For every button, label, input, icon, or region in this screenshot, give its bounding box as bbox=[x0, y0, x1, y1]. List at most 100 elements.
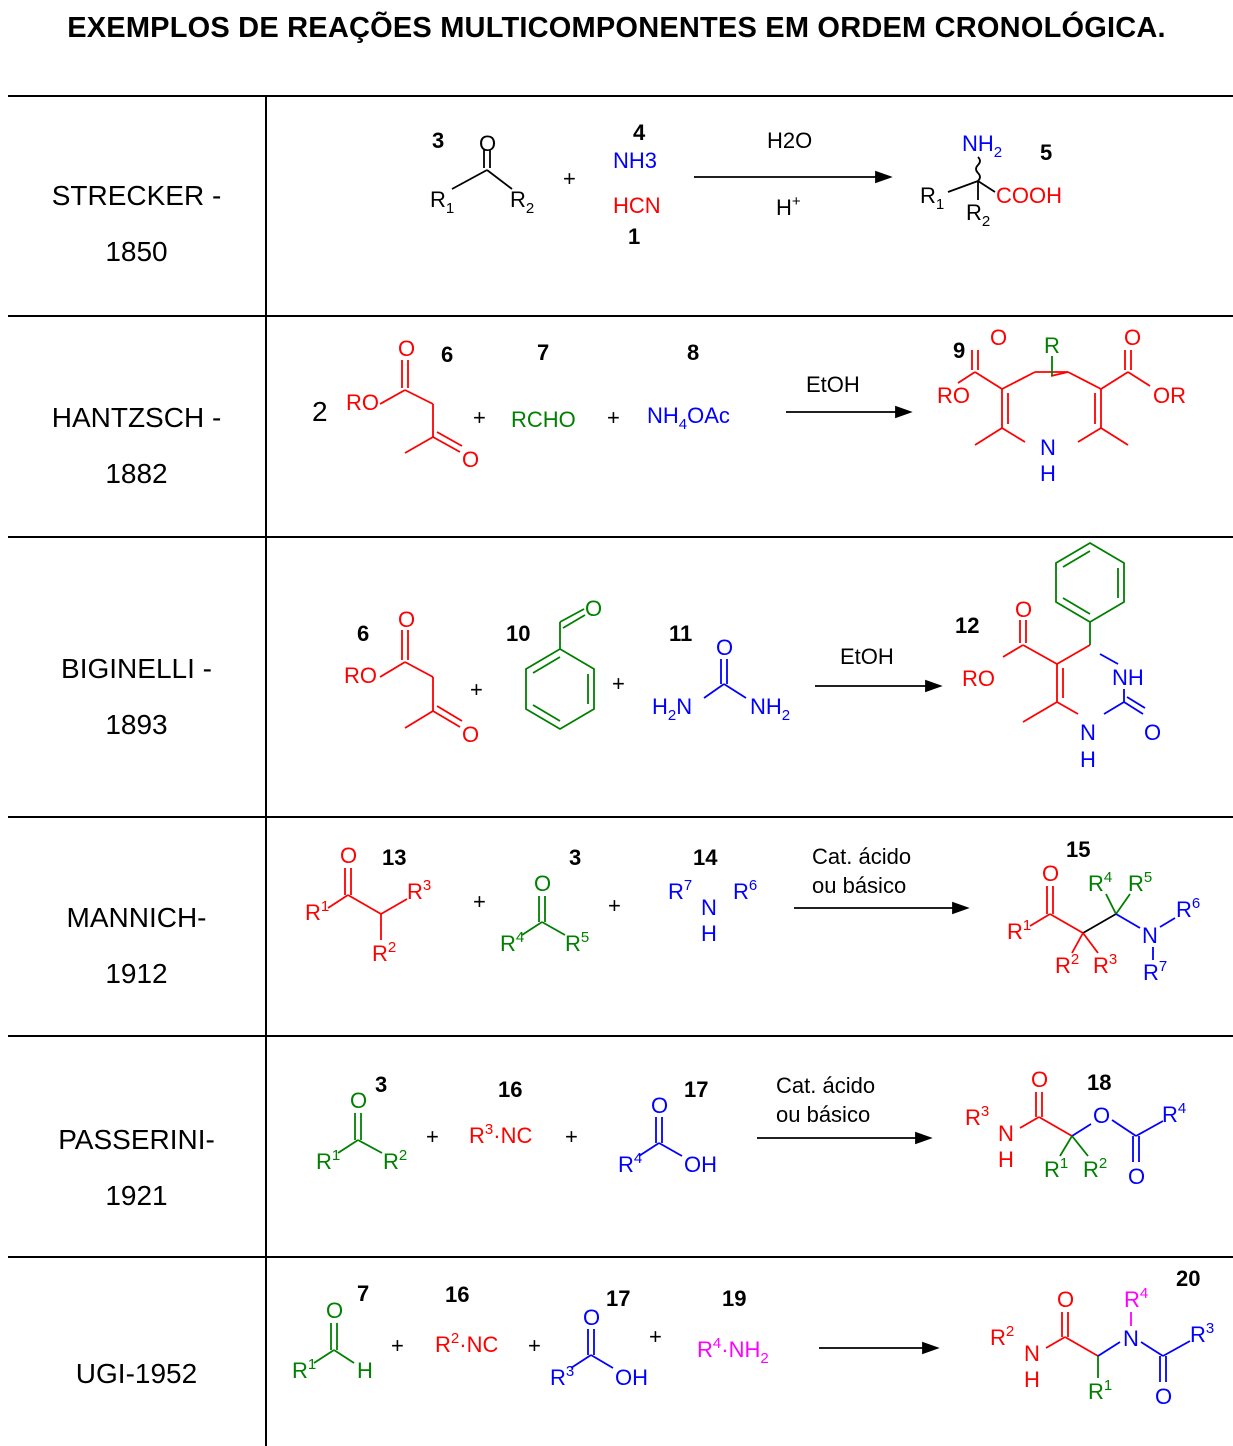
plus-sign: + bbox=[528, 1333, 541, 1358]
bond bbox=[1019, 1116, 1040, 1129]
condition-above: ou básico bbox=[812, 873, 906, 898]
table-rule bbox=[8, 1256, 1233, 1258]
reaction-name: STRECKER - bbox=[51, 180, 222, 211]
atom-label: R1 bbox=[430, 187, 454, 217]
atom-label: N bbox=[1142, 923, 1158, 948]
bond bbox=[432, 710, 461, 728]
strecker-scheme: 3 O R1 R2 + 4 NH3 HCN 1 H2O H+ NH2 5 R1 … bbox=[430, 120, 1062, 249]
bond bbox=[1077, 427, 1102, 443]
bond bbox=[1162, 1340, 1191, 1357]
condition-above: ou básico bbox=[776, 1102, 870, 1127]
atom-label: H bbox=[998, 1147, 1014, 1172]
bond bbox=[1022, 701, 1058, 723]
bond bbox=[1001, 371, 1036, 390]
atom-label: O bbox=[479, 131, 496, 156]
atom-label: O bbox=[1124, 325, 1141, 350]
mannich-scheme: 13 O R1 R3 R2 + 3 O R4 R5 + 14 R7 R6 N H… bbox=[305, 837, 1200, 985]
reaction-label-biginelli: BIGINELLI - 1893 bbox=[8, 641, 265, 753]
bond bbox=[947, 180, 979, 193]
atom-label: H bbox=[357, 1358, 373, 1383]
bond bbox=[1103, 701, 1125, 715]
atom-label: R3 bbox=[1093, 951, 1117, 978]
reagent-amine: R4·NH2 bbox=[697, 1335, 769, 1367]
atom-label: O bbox=[326, 1298, 343, 1323]
atom-label: O bbox=[534, 871, 551, 896]
bond bbox=[1049, 913, 1084, 934]
atom-label: N bbox=[998, 1121, 1014, 1146]
compound-number: 20 bbox=[1176, 1266, 1200, 1291]
bond bbox=[658, 1142, 683, 1157]
bond bbox=[313, 1349, 335, 1364]
compound-number: 11 bbox=[669, 621, 692, 646]
atom-label: R4 bbox=[500, 929, 524, 956]
plus-sign: + bbox=[563, 166, 576, 191]
atom-label: OR bbox=[1153, 383, 1186, 408]
compound-number: 16 bbox=[498, 1077, 522, 1102]
bond bbox=[436, 431, 463, 447]
bond bbox=[379, 389, 406, 405]
atom-label: R7 bbox=[1143, 958, 1167, 985]
atom-label: R bbox=[1044, 333, 1060, 358]
atom-label: R1 bbox=[920, 183, 944, 213]
atom-label: R5 bbox=[565, 929, 589, 956]
compound-number: 14 bbox=[693, 845, 718, 870]
bond bbox=[436, 705, 463, 722]
bond bbox=[1002, 644, 1024, 658]
arrow-head bbox=[925, 679, 943, 693]
atom-label: OH bbox=[684, 1152, 717, 1177]
plus-sign: + bbox=[470, 677, 483, 702]
atom-label: O bbox=[462, 447, 479, 472]
reagent-isocyanide: R2·NC bbox=[435, 1330, 498, 1357]
atom-label: O bbox=[1057, 1287, 1074, 1312]
atom-label: OH bbox=[615, 1365, 648, 1390]
bond bbox=[1067, 371, 1102, 390]
bond bbox=[1115, 913, 1141, 929]
reaction-year: 1893 bbox=[105, 709, 168, 740]
condition-above: H2O bbox=[767, 128, 812, 153]
atom-label: R2 bbox=[510, 187, 534, 217]
atom-label: RO bbox=[346, 390, 379, 415]
bond bbox=[337, 1139, 359, 1154]
reaction-label-strecker: STRECKER - 1850 bbox=[8, 168, 265, 280]
atom-label: H bbox=[1080, 747, 1096, 772]
bond bbox=[1045, 1336, 1066, 1349]
bond bbox=[1082, 913, 1117, 934]
bond bbox=[1001, 427, 1026, 443]
bond bbox=[1038, 1116, 1073, 1137]
reaction-year: 1882 bbox=[105, 458, 168, 489]
table-rule bbox=[8, 315, 1233, 317]
ugi-scheme: 7 O R1 H + 16 R2·NC + 17 O R3 OH + 19 R4… bbox=[292, 1266, 1214, 1409]
bond bbox=[1050, 371, 1069, 377]
reaction-year: 1912 bbox=[105, 958, 168, 989]
bond bbox=[541, 921, 566, 936]
bond bbox=[1056, 644, 1091, 665]
bond bbox=[347, 894, 382, 915]
atom-label: H bbox=[701, 921, 717, 946]
atom-label: O bbox=[990, 325, 1007, 350]
bond bbox=[1115, 893, 1131, 915]
coefficient: 2 bbox=[312, 396, 328, 427]
page-title: EXEMPLOS DE REAÇÕES MULTICOMPONENTES EM … bbox=[67, 12, 1166, 44]
atom-label: O bbox=[398, 607, 415, 632]
bond bbox=[1071, 932, 1084, 954]
atom-label: O bbox=[462, 722, 479, 747]
bond bbox=[333, 1349, 355, 1364]
bond bbox=[1062, 550, 1091, 568]
reaction-year: 1921 bbox=[105, 1180, 168, 1211]
atom-label: H2N bbox=[652, 694, 692, 724]
plus-sign: + bbox=[565, 1124, 578, 1149]
compound-number: 18 bbox=[1087, 1070, 1111, 1095]
bond bbox=[1159, 917, 1176, 928]
atom-label: R4 bbox=[1162, 1100, 1186, 1127]
bond bbox=[521, 921, 543, 936]
reaction-label-ugi: UGI-1952 bbox=[8, 1346, 265, 1402]
bond bbox=[1105, 893, 1117, 915]
bond bbox=[570, 1354, 592, 1369]
reaction-label-passerini: PASSERINI- 1921 bbox=[8, 1112, 265, 1224]
reaction-label-mannich: MANNICH- 1912 bbox=[8, 890, 265, 1002]
condition-above: EtOH bbox=[806, 372, 860, 397]
atom-label: R2 bbox=[372, 939, 396, 966]
compound-number: 13 bbox=[382, 845, 406, 870]
condition-below: H+ bbox=[776, 193, 801, 220]
condition-above: EtOH bbox=[840, 644, 894, 669]
